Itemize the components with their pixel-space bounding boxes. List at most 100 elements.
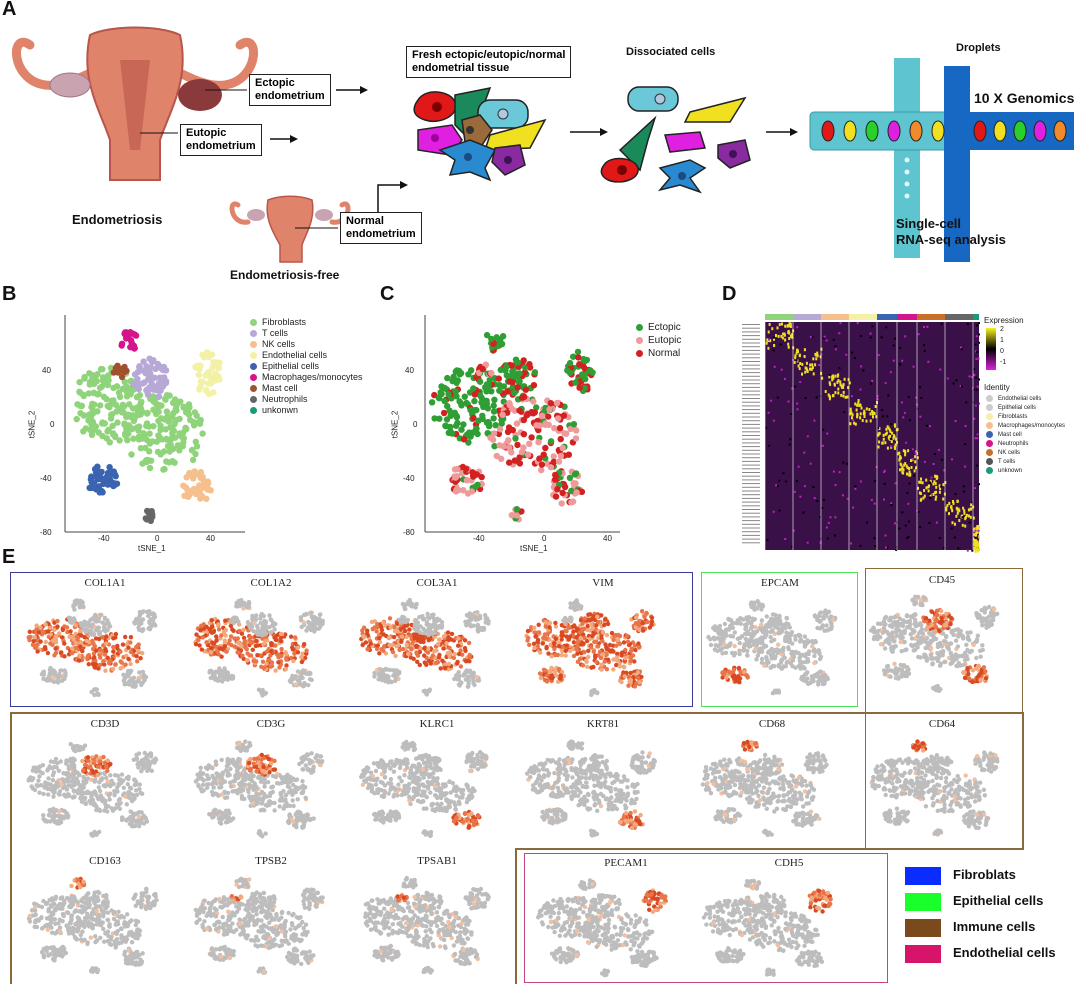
tsne-point bbox=[252, 621, 257, 626]
tsne-point bbox=[98, 648, 104, 653]
panel-letter-d: D bbox=[722, 283, 737, 305]
tsne-point bbox=[763, 625, 769, 631]
tsne-point bbox=[60, 627, 66, 633]
tsne-point bbox=[946, 647, 951, 652]
tsne-point bbox=[159, 383, 167, 390]
tsne-point bbox=[106, 439, 114, 446]
tsne-point bbox=[118, 409, 126, 416]
tsne-point bbox=[557, 676, 563, 681]
tsne-point bbox=[269, 663, 275, 669]
tsne-point bbox=[602, 617, 608, 622]
tsne-point bbox=[376, 672, 381, 677]
tsne-point bbox=[88, 431, 96, 438]
tsne-point bbox=[157, 451, 164, 458]
tsne-point bbox=[223, 627, 229, 633]
tsne-point bbox=[759, 618, 765, 623]
tsne-point bbox=[786, 647, 791, 652]
tsne-point bbox=[602, 659, 607, 664]
tsne-point bbox=[202, 387, 210, 394]
tsne-point bbox=[783, 636, 788, 641]
tsne-point bbox=[974, 639, 979, 644]
tsne-point bbox=[928, 632, 933, 637]
tsne-point bbox=[52, 637, 57, 642]
tsne-point bbox=[770, 628, 775, 634]
tsne-point bbox=[825, 628, 830, 633]
tsne-point bbox=[111, 470, 118, 478]
tsne-point bbox=[757, 650, 762, 655]
tsne-point bbox=[290, 645, 295, 650]
tsne-point bbox=[477, 613, 483, 619]
tsne-point bbox=[876, 628, 881, 634]
tsne-point bbox=[427, 627, 433, 633]
tsne-point bbox=[293, 682, 298, 687]
tsne-point bbox=[434, 618, 440, 624]
tsne-point bbox=[41, 629, 46, 635]
dissociated-cells-label: Dissociated cells bbox=[626, 46, 716, 58]
tsne-point bbox=[589, 692, 594, 697]
tsne-point bbox=[759, 622, 764, 627]
tsne-point bbox=[106, 464, 113, 471]
tsne-point bbox=[143, 422, 150, 430]
tsne-point bbox=[421, 617, 426, 622]
tsne-point bbox=[941, 649, 946, 654]
tsne-point bbox=[247, 653, 252, 658]
tsne-point bbox=[761, 645, 766, 650]
tsne-point bbox=[887, 641, 892, 646]
tsne-point bbox=[633, 615, 639, 620]
tsne-point bbox=[811, 679, 816, 684]
tsne-point bbox=[393, 653, 398, 659]
tsne-point bbox=[36, 630, 42, 635]
tsne-point bbox=[92, 665, 98, 670]
tsne-point bbox=[961, 636, 966, 641]
tsne-point bbox=[142, 678, 147, 683]
tsne-point bbox=[949, 653, 954, 658]
tsne-point bbox=[47, 673, 52, 678]
tsne-point bbox=[611, 649, 616, 654]
tsne-point bbox=[395, 629, 400, 634]
tsne-point bbox=[403, 628, 408, 634]
uterus-large-icon bbox=[12, 26, 258, 181]
tsne-point bbox=[479, 627, 485, 633]
tsne-point bbox=[110, 666, 116, 672]
tsne-point bbox=[293, 635, 298, 640]
analysis-label: Single-cell RNA-seq analysis bbox=[896, 216, 1006, 247]
tsne-point bbox=[46, 629, 51, 634]
tsne-point bbox=[800, 652, 806, 658]
tsne-point bbox=[209, 618, 214, 623]
tsne-point bbox=[547, 625, 552, 630]
tsne-point bbox=[67, 634, 72, 639]
tsne-point bbox=[590, 616, 595, 621]
tsne-point bbox=[797, 655, 802, 661]
tsne-point bbox=[246, 622, 251, 627]
tsne-point bbox=[392, 634, 397, 640]
tsne-point bbox=[228, 634, 234, 639]
tsne-point bbox=[980, 647, 985, 653]
tsne-point bbox=[783, 622, 788, 628]
tsne-point bbox=[623, 656, 628, 661]
tsne-point bbox=[277, 665, 282, 670]
tsne-point bbox=[416, 624, 421, 629]
tsne-point bbox=[238, 643, 244, 649]
tsne-point bbox=[805, 657, 810, 662]
tsne-point bbox=[253, 614, 258, 619]
tsne-point bbox=[458, 664, 464, 669]
tsne-point bbox=[55, 624, 60, 629]
tsne-point bbox=[543, 620, 548, 625]
tsne-point bbox=[302, 680, 307, 686]
tsne-point bbox=[125, 422, 133, 429]
tsne-point bbox=[146, 430, 153, 437]
tsne-point bbox=[939, 608, 944, 614]
tsne-point bbox=[549, 665, 554, 671]
tsne-point bbox=[284, 657, 289, 662]
tsne-point bbox=[116, 437, 123, 444]
tsne-point bbox=[148, 373, 155, 380]
tsne-point bbox=[421, 636, 426, 641]
tsne-point bbox=[889, 645, 894, 650]
tsne-point bbox=[644, 610, 649, 616]
tsne-point bbox=[137, 675, 143, 680]
panel-letter-c: C bbox=[380, 283, 395, 305]
tsne-point bbox=[428, 661, 433, 666]
feature-plot bbox=[359, 597, 491, 697]
tsne-point bbox=[140, 627, 146, 632]
tsne-point bbox=[118, 666, 123, 671]
